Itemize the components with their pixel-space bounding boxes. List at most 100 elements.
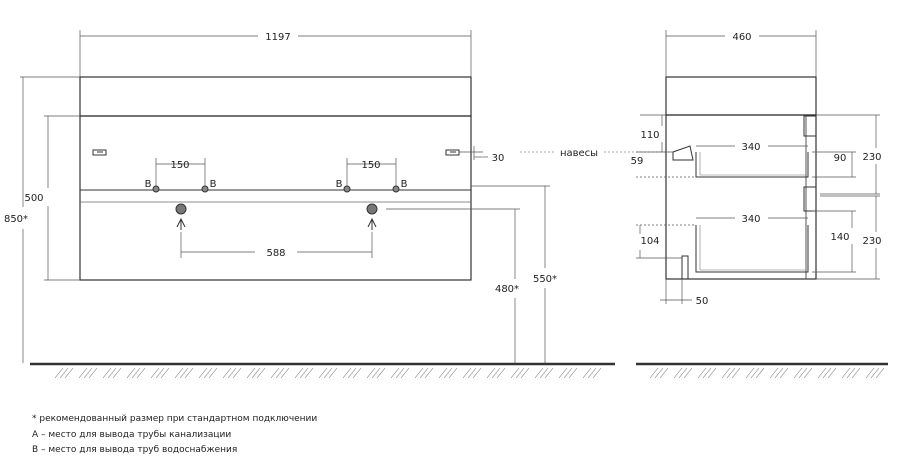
dim-height-b: 550* — [533, 274, 557, 285]
floor-hatch-mark — [136, 367, 146, 379]
floor-hatch-mark — [448, 367, 458, 379]
floor-hatch-mark — [520, 367, 530, 379]
floor-hatch-mark — [582, 367, 592, 379]
floor-hatch-mark — [472, 367, 482, 379]
floor-hatch-mark — [208, 367, 218, 379]
dim-spacing-right-b: 150 — [361, 160, 380, 171]
dim-upper-drawer-depth: 340 — [741, 142, 760, 153]
floor-hatch-mark — [438, 367, 448, 379]
dim-bottom-offset: 104 — [640, 236, 659, 247]
floor-hatch-mark — [510, 367, 520, 379]
dim-lower-drawer-height: 140 — [830, 232, 849, 243]
hanger-left-icon — [92, 149, 107, 156]
label-b-4: B — [401, 179, 408, 190]
floor-hatch-mark — [673, 367, 683, 379]
floor-hatch-mark — [246, 367, 256, 379]
floor-hatch-mark — [112, 367, 122, 379]
floor-hatch-mark — [222, 367, 232, 379]
marker-b-point-1 — [152, 185, 160, 193]
floor-hatch-mark — [846, 367, 856, 379]
floor-hatch-mark — [649, 367, 659, 379]
floor-hatch-mark — [496, 367, 506, 379]
dim-back-gap: 50 — [696, 296, 709, 307]
floor-hatch-mark — [227, 367, 237, 379]
marker-b-point-4 — [392, 185, 400, 193]
floor-hatch-mark — [683, 367, 693, 379]
dim-hanger-offset: 30 — [492, 153, 505, 164]
floor-hatch-mark — [515, 367, 525, 379]
label-b-2: B — [210, 179, 217, 190]
floor-hatch-mark — [659, 367, 669, 379]
side-back-notch-mid — [803, 186, 817, 212]
floor-hatch-mark — [275, 367, 285, 379]
floor-hatch-mark — [678, 367, 688, 379]
side-back-notch-top — [803, 115, 817, 137]
floor-hatch-mark — [534, 367, 544, 379]
floor-hatch-mark — [827, 367, 837, 379]
dim-height-a: 480* — [495, 284, 519, 295]
dim-upper-section-height: 230 — [862, 152, 881, 163]
floor-hatch-mark — [232, 367, 242, 379]
label-b-3: B — [336, 179, 343, 190]
floor-hatch-mark — [107, 367, 117, 379]
floor-hatch-mark — [251, 367, 261, 379]
floor-hatch-mark — [769, 367, 779, 379]
floor-hatch-mark — [366, 367, 376, 379]
floor-hatch-mark — [304, 367, 314, 379]
floor-hatch-mark — [654, 367, 664, 379]
floor-hatch-mark — [841, 367, 851, 379]
floor-hatch-mark — [395, 367, 405, 379]
floor-hatch-mark — [702, 367, 712, 379]
floor-hatch-mark — [323, 367, 333, 379]
upper-drawer — [695, 152, 809, 178]
floor-hatch-mark — [774, 367, 784, 379]
side-foot — [681, 255, 689, 280]
floor-hatch-mark — [558, 367, 568, 379]
dim-spacing-left-b: 150 — [170, 160, 189, 171]
marker-a-point-1 — [175, 203, 187, 215]
floor-hatch-mark — [424, 367, 434, 379]
floor-hatch-mark — [750, 367, 760, 379]
floor-hatch-front — [54, 367, 602, 379]
side-cabinet-body — [665, 114, 817, 280]
floor-hatch-mark — [726, 367, 736, 379]
marker-b-point-3 — [343, 185, 351, 193]
floor-hatch-mark — [179, 367, 189, 379]
floor-hatch-mark — [817, 367, 827, 379]
floor-hatch-mark — [78, 367, 88, 379]
note-water: В – место для вывода труб водоснабжения — [32, 445, 238, 455]
floor-hatch-mark — [707, 367, 717, 379]
note-drain: А – место для вывода трубы канализации — [32, 429, 232, 440]
floor-hatch-mark — [160, 367, 170, 379]
floor-hatch-mark — [256, 367, 266, 379]
floor-hatch-mark — [126, 367, 136, 379]
floor-hatch-mark — [721, 367, 731, 379]
floor-hatch-mark — [563, 367, 573, 379]
floor-hatch-mark — [592, 367, 602, 379]
floor-hatch-mark — [400, 367, 410, 379]
floor-hatch-mark — [568, 367, 578, 379]
dim-lower-drawer-depth: 340 — [741, 214, 760, 225]
floor-hatch-mark — [318, 367, 328, 379]
front-countertop — [79, 76, 472, 117]
label-hangers: навесы — [560, 148, 598, 159]
floor-hatch-mark — [803, 367, 813, 379]
floor-hatch-mark — [793, 367, 803, 379]
marker-a-arrow-2 — [367, 217, 377, 230]
floor-hatch-mark — [390, 367, 400, 379]
floor-hatch-mark — [865, 367, 875, 379]
floor-hatch-mark — [779, 367, 789, 379]
floor-hatch-mark — [755, 367, 765, 379]
label-b-1: B — [145, 179, 152, 190]
floor-hatch-mark — [419, 367, 429, 379]
floor-hatch-mark — [280, 367, 290, 379]
floor-hatch-mark — [59, 367, 69, 379]
floor-hatch-mark — [184, 367, 194, 379]
dim-hanger-height: 59 — [631, 156, 644, 167]
marker-a-point-2 — [366, 203, 378, 215]
floor-hatch-mark — [174, 367, 184, 379]
floor-hatch-mark — [299, 367, 309, 379]
floor-hatch-mark — [544, 367, 554, 379]
dim-lower-section-height: 230 — [862, 236, 881, 247]
